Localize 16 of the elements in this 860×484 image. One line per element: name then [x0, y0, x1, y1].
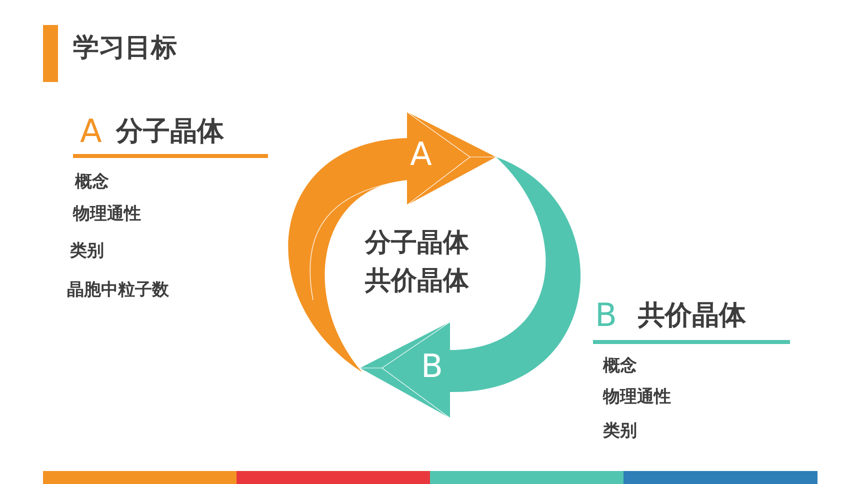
arrow-letter: A — [410, 135, 432, 174]
section-letter: B — [595, 296, 617, 334]
section-heading: 共价晶体 — [638, 300, 746, 332]
topic-item: 物理通性 — [73, 204, 141, 224]
topic-item: 概念 — [75, 172, 109, 192]
topic-item: 类别 — [70, 241, 104, 262]
slide-title: 学习目标 — [73, 33, 177, 64]
center-text: 共价晶体 — [365, 266, 469, 298]
topic-item: 物理通性 — [603, 387, 671, 408]
topic-item: 概念 — [603, 356, 637, 376]
section-letter: A — [80, 112, 102, 150]
topic-item: 类别 — [603, 421, 637, 442]
section-heading: 分子晶体 — [116, 116, 224, 148]
center-text: 分子晶体 — [365, 228, 469, 260]
arrow-letter: B — [421, 347, 443, 386]
topic-item: 晶胞中粒子数 — [67, 280, 169, 300]
